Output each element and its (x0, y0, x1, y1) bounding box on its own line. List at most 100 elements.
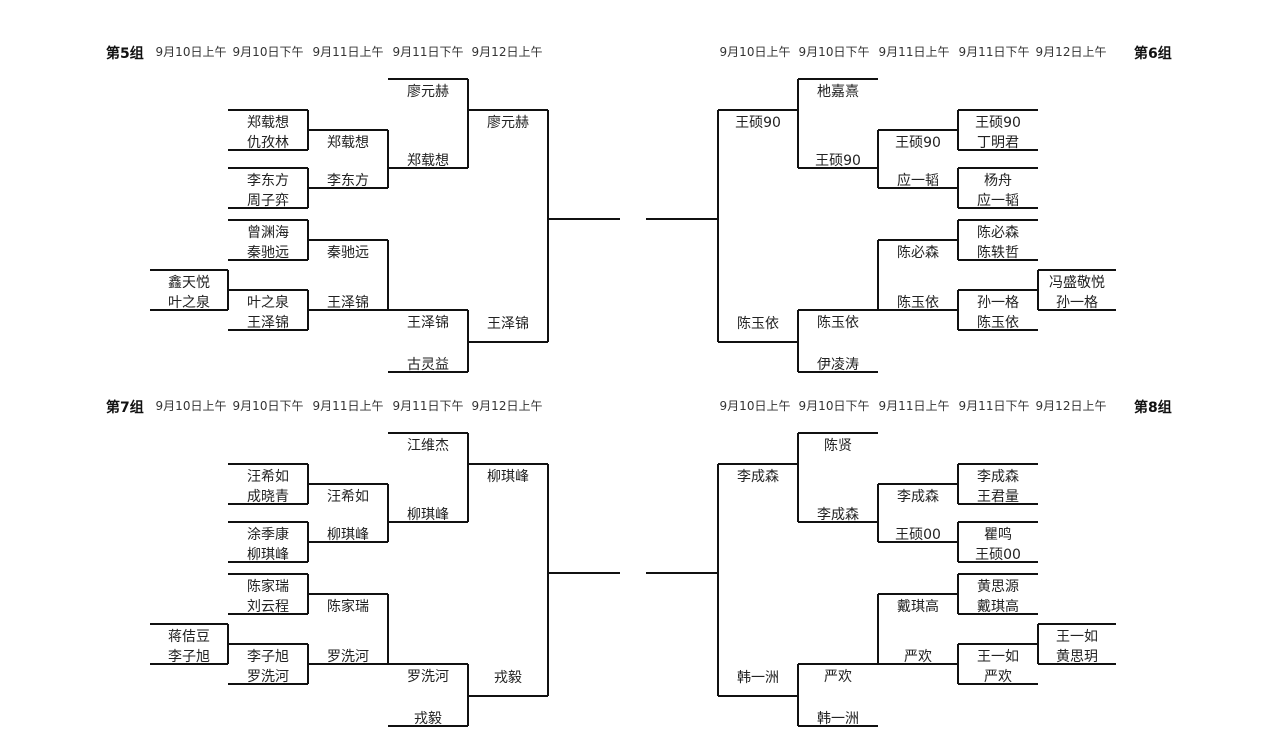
group-title: 第5组 (106, 45, 144, 62)
group-g8: 第8组9月12日上午9月11日下午9月11日上午9月10日下午9月10日上午王一… (646, 399, 1172, 727)
round-header-0: 9月12日上午 (1036, 399, 1107, 413)
player-name: 罗洗河 (327, 649, 369, 665)
player-name: 陈贤 (824, 437, 852, 454)
player-name: 郑载想 (407, 153, 449, 169)
player-name: 陈玉依 (817, 314, 859, 331)
player-name: 王一如 (1056, 629, 1098, 645)
group-g6: 第6组9月12日上午9月11日下午9月11日上午9月10日下午9月10日上午冯盛… (646, 45, 1172, 373)
player-name: 秦驰远 (247, 245, 289, 261)
player-name: 黄思源 (977, 578, 1019, 595)
round-header-2: 9月11日上午 (313, 45, 384, 59)
player-name: 陈玉依 (737, 315, 779, 332)
player-name: 王泽锦 (247, 314, 289, 331)
player-name: 应一韬 (897, 172, 939, 189)
player-name: 廖元赫 (487, 114, 529, 131)
player-name: 戴琪高 (897, 598, 939, 615)
round-header-0: 9月10日上午 (156, 45, 227, 59)
round-header-2: 9月11日上午 (879, 45, 950, 59)
player-name: 王泽锦 (327, 294, 369, 311)
player-name: 杨舟 (984, 173, 1012, 189)
player-name: 王硕00 (895, 527, 941, 543)
player-name: 黄思玥 (1056, 648, 1098, 665)
player-name: 王硕00 (975, 547, 1021, 563)
player-name: 刘云程 (247, 599, 289, 615)
round-header-3: 9月11日下午 (393, 399, 464, 413)
player-name: 李东方 (327, 173, 369, 189)
player-name: 柳琪峰 (487, 468, 529, 485)
round-header-4: 9月12日上午 (472, 399, 543, 413)
round-header-4: 9月10日上午 (720, 399, 791, 413)
round-header-3: 9月10日下午 (799, 45, 870, 59)
round-header-0: 9月12日上午 (1036, 45, 1107, 59)
player-name: 李子旭 (168, 649, 210, 665)
player-name: 陈必森 (897, 244, 939, 261)
player-name: 王君量 (977, 489, 1019, 505)
player-name: 杝嘉熹 (817, 84, 859, 100)
round-header-3: 9月10日下午 (799, 399, 870, 413)
player-name: 严欢 (824, 669, 852, 685)
player-name: 瞿鸣 (984, 526, 1012, 543)
player-name: 李成森 (737, 469, 779, 485)
player-name: 郑载想 (247, 115, 289, 131)
group-title: 第7组 (106, 399, 144, 416)
player-name: 王硕90 (975, 115, 1021, 131)
player-name: 王泽锦 (407, 314, 449, 331)
player-name: 曾渊海 (247, 225, 289, 241)
player-name: 鑫天悦 (168, 274, 210, 291)
player-name: 李成森 (897, 489, 939, 505)
player-name: 孙一格 (1056, 295, 1098, 311)
player-name: 周子弈 (247, 193, 289, 209)
player-name: 叶之泉 (247, 294, 289, 311)
round-header-1: 9月11日下午 (959, 399, 1030, 413)
player-name: 戴琪高 (977, 598, 1019, 615)
player-name: 应一韬 (977, 192, 1019, 209)
player-name: 廖元赫 (407, 83, 449, 100)
round-header-3: 9月11日下午 (393, 45, 464, 59)
player-name: 韩一洲 (737, 670, 779, 686)
player-name: 陈玉依 (897, 294, 939, 311)
player-name: 李成森 (977, 469, 1019, 485)
player-name: 蒋佶豆 (168, 629, 210, 645)
player-name: 郑载想 (327, 135, 369, 151)
player-name: 严欢 (904, 649, 932, 665)
player-name: 戎毅 (494, 669, 522, 686)
player-name: 仇孜林 (247, 135, 289, 151)
player-name: 柳琪峰 (407, 506, 449, 523)
player-name: 罗洗河 (247, 669, 289, 685)
player-name: 冯盛敬悦 (1049, 275, 1105, 291)
round-header-2: 9月11日上午 (879, 399, 950, 413)
player-name: 柳琪峰 (327, 526, 369, 543)
player-name: 伊凌涛 (817, 357, 859, 373)
player-name: 王硕90 (735, 115, 781, 131)
round-header-1: 9月11日下午 (959, 45, 1030, 59)
round-header-0: 9月10日上午 (156, 399, 227, 413)
player-name: 王硕90 (895, 135, 941, 151)
player-name: 汪希如 (327, 489, 369, 505)
player-name: 陈家瑞 (247, 578, 289, 595)
player-name: 王硕90 (815, 153, 861, 169)
player-name: 古灵益 (407, 357, 449, 373)
round-header-1: 9月10日下午 (233, 399, 304, 413)
player-name: 王泽锦 (487, 315, 529, 332)
player-name: 陈轶哲 (977, 244, 1019, 261)
player-name: 秦驰远 (327, 245, 369, 261)
round-header-4: 9月12日上午 (472, 45, 543, 59)
group-title: 第6组 (1134, 45, 1172, 62)
player-name: 李成森 (817, 507, 859, 523)
player-name: 陈家瑞 (327, 598, 369, 615)
player-name: 王一如 (977, 649, 1019, 665)
player-name: 成晓青 (247, 489, 289, 505)
player-name: 涂季康 (247, 526, 289, 543)
player-name: 韩一洲 (817, 711, 859, 727)
player-name: 李子旭 (247, 649, 289, 665)
player-name: 罗洗河 (407, 669, 449, 685)
player-name: 陈必森 (977, 224, 1019, 241)
player-name: 汪希如 (247, 469, 289, 485)
player-name: 丁明君 (977, 135, 1019, 151)
player-name: 李东方 (247, 173, 289, 189)
player-name: 柳琪峰 (247, 546, 289, 563)
